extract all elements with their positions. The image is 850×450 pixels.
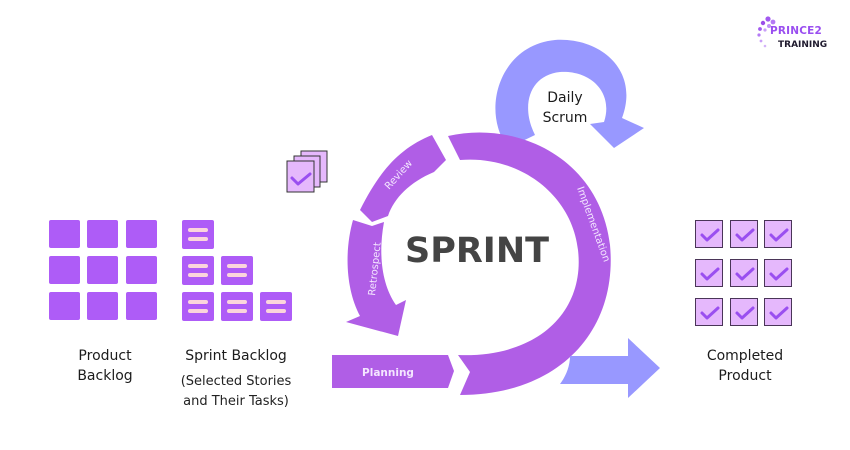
completed-item [695, 259, 723, 287]
completed-item [695, 220, 723, 248]
sprint-backlog-item [182, 292, 214, 321]
backlog-item [126, 220, 157, 248]
output-arrow [560, 338, 660, 398]
logo-text-prince2: PRINCE2 [770, 25, 823, 37]
logo-text-training: TRAINING [778, 40, 828, 50]
sprint-backlog-label: Sprint Backlog (Selected Stories and The… [170, 346, 302, 412]
backlog-item [87, 292, 118, 320]
completed-product-line2: Product [718, 368, 772, 384]
planning-arrow: Planning [332, 355, 454, 388]
sprint-backlog-item [221, 256, 253, 285]
backlog-item [49, 220, 80, 248]
retrospect-arrow: Retrospect [346, 220, 406, 336]
backlog-item [126, 256, 157, 284]
product-backlog-grid [49, 220, 161, 322]
backlog-item [87, 220, 118, 248]
sprint-backlog-item [221, 292, 253, 321]
daily-scrum-arrow [495, 39, 644, 148]
product-backlog-line2: Backlog [77, 368, 133, 384]
sprint-backlog-item [182, 220, 214, 249]
completed-item [764, 259, 792, 287]
daily-scrum-line1: Daily [547, 90, 583, 106]
completed-item [730, 259, 758, 287]
checkmark-icon [769, 267, 789, 281]
sprint-backlog-sub1: (Selected Stories [180, 374, 292, 389]
completed-product-line1: Completed [706, 348, 784, 364]
sprint-backlog-item [182, 256, 214, 285]
checkmark-icon [700, 228, 720, 242]
sprint-title: SPRINT [405, 231, 549, 271]
sprint-backlog-item [260, 292, 292, 321]
logo-dots-icon [757, 16, 776, 48]
backlog-item [87, 256, 118, 284]
sprint-backlog-sub2: and Their Tasks) [183, 394, 289, 409]
checkmark-icon [735, 306, 755, 320]
checkmark-icon [700, 267, 720, 281]
sprint-backlog-grid [182, 220, 294, 322]
checkmark-icon [735, 228, 755, 242]
sprint-backlog-title: Sprint Backlog [185, 348, 287, 364]
phase-planning-label: Planning [362, 367, 414, 379]
daily-scrum-line2: Scrum [542, 110, 588, 126]
checkmark-icon [769, 306, 789, 320]
checkmark-icon [700, 306, 720, 320]
checkmark-icon [735, 267, 755, 281]
backlog-item [49, 292, 80, 320]
daily-scrum-label: Daily Scrum [530, 88, 600, 128]
backlog-item [49, 256, 80, 284]
completed-item [730, 220, 758, 248]
review-segment: Review [360, 135, 446, 222]
completed-item [764, 298, 792, 326]
product-backlog-line1: Product [78, 348, 132, 364]
backlog-item [126, 292, 157, 320]
completed-product-grid [695, 220, 795, 328]
completed-item [764, 220, 792, 248]
completed-item [695, 298, 723, 326]
checkmark-icon [769, 228, 789, 242]
product-backlog-label: Product Backlog [50, 346, 160, 386]
stacked-documents-check-icon [286, 150, 328, 193]
completed-product-label: Completed Product [690, 346, 800, 386]
prince2-logo: PRINCE2 TRAINING [756, 16, 836, 56]
completed-item [730, 298, 758, 326]
